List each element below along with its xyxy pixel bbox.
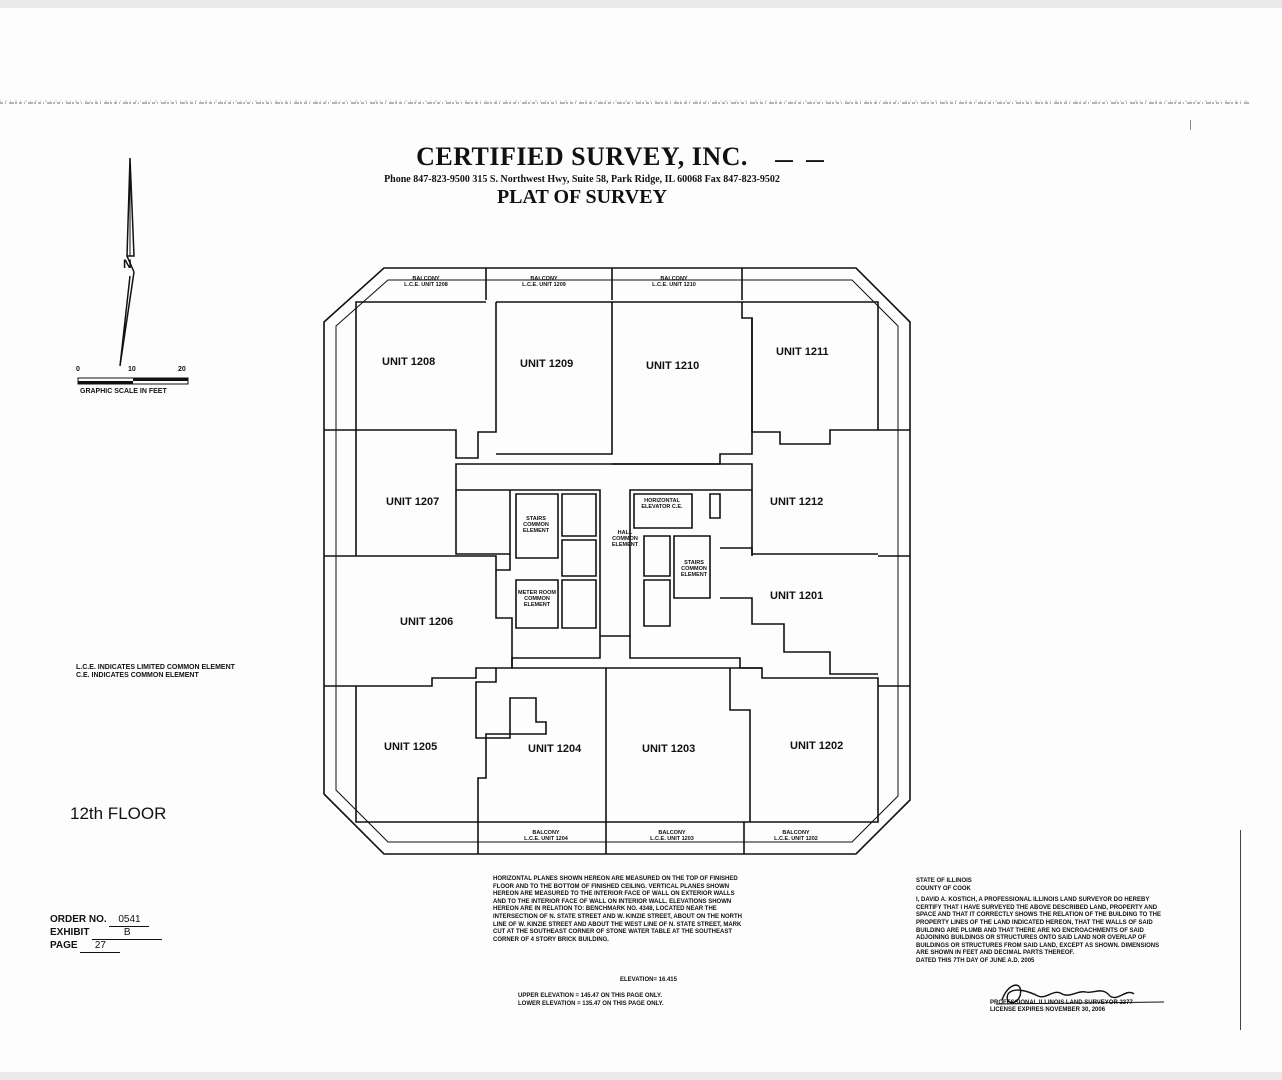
unit-1212-label: UNIT 1212 [770, 496, 824, 508]
survey-sheet [0, 8, 1282, 1072]
surveyor-certification: STATE OF ILLINOIS COUNTY OF COOK I, DAVI… [916, 878, 1166, 966]
scan-noise-line [0, 100, 1250, 104]
exhibit-label: EXHIBIT [50, 927, 90, 938]
order-block: ORDER NO. 0541 EXHIBIT B PAGE 27 [50, 914, 163, 953]
unit-1203-label: UNIT 1203 [642, 743, 696, 755]
header-dash-marks: — — [775, 150, 829, 170]
cert-license: LICENSE EXPIRES NOVEMBER 30, 2006 [990, 1007, 1106, 1013]
company-name: CERTIFIED SURVEY, INC. [416, 142, 748, 171]
north-label: N [123, 257, 132, 271]
balcony-1202-sub: L.C.E. UNIT 1202 [774, 836, 818, 842]
unit-1206-label: UNIT 1206 [400, 616, 454, 628]
balcony-1202-title: BALCONY [782, 830, 810, 836]
balcony-1204: BALCONY L.C.E. UNIT 1204 [516, 830, 576, 842]
scale-tick-20: 20 [178, 366, 186, 373]
floor-label: 12th FLOOR [70, 804, 167, 823]
stairs-common-element-1: STAIRS COMMON ELEMENT [522, 516, 550, 534]
meter-room-common-element: METER ROOM COMMON ELEMENT [518, 590, 556, 608]
scale-tick-10: 10 [128, 366, 136, 373]
balcony-1202: BALCONY L.C.E. UNIT 1202 [764, 830, 828, 842]
hall-common-element: HALL COMMON ELEMENT [611, 530, 639, 548]
balcony-1203-sub: L.C.E. UNIT 1203 [650, 836, 694, 842]
unit-1202-label: UNIT 1202 [790, 740, 844, 752]
cert-state: STATE OF ILLINOIS [916, 878, 972, 884]
unit-1211-label: UNIT 1211 [776, 346, 829, 358]
unit-1210-label: UNIT 1210 [646, 360, 700, 372]
survey-notes: HORIZONTAL PLANES SHOWN HEREON ARE MEASU… [493, 876, 743, 943]
upper-elevation: UPPER ELEVATION = 145.47 ON THIS PAGE ON… [518, 993, 662, 999]
unit-1207-label: UNIT 1207 [386, 496, 440, 508]
legend-ce: C.E. INDICATES COMMON ELEMENT [76, 672, 199, 679]
balcony-1203-title: BALCONY [658, 830, 686, 836]
company-contact: Phone 847-823-9500 315 S. Northwest Hwy,… [384, 174, 780, 185]
cert-county: COUNTY OF COOK [916, 885, 971, 892]
scale-tick-0: 0 [76, 366, 80, 373]
order-label: ORDER NO. [50, 914, 107, 925]
balcony-1204-title: BALCONY [532, 830, 560, 836]
exhibit-value: B [92, 927, 163, 940]
balcony-1208: BALCONY L.C.E. UNIT 1208 [396, 276, 456, 288]
benchmark-elevation: ELEVATION= 16.415 [620, 977, 677, 983]
unit-1208-label: UNIT 1208 [382, 356, 436, 368]
legend-lce: L.C.E. INDICATES LIMITED COMMON ELEMENT [76, 664, 235, 671]
unit-1205-label: UNIT 1205 [384, 741, 438, 753]
balcony-1210-title: BALCONY [660, 276, 688, 282]
elevator-common-element: HORIZONTAL ELEVATOR C.E. [641, 498, 683, 510]
balcony-1208-title: BALCONY [412, 276, 440, 282]
surveyor-signature-icon [995, 984, 1165, 1005]
floor-plan [323, 267, 911, 855]
balcony-1209: BALCONY L.C.E. UNIT 1209 [514, 276, 574, 288]
balcony-1203: BALCONY L.C.E. UNIT 1203 [642, 830, 702, 842]
unit-1204-label: UNIT 1204 [528, 743, 582, 755]
lower-elevation: LOWER ELEVATION = 135.47 ON THIS PAGE ON… [518, 1001, 664, 1007]
edge-mark [1190, 120, 1191, 130]
balcony-1208-sub: L.C.E. UNIT 1208 [404, 282, 448, 288]
page-label: PAGE [50, 940, 78, 951]
legend: L.C.E. INDICATES LIMITED COMMON ELEMENT … [76, 664, 235, 680]
stairs-common-element-2: STAIRS COMMON ELEMENT [680, 560, 708, 578]
north-arrow-icon [119, 157, 135, 367]
unit-1209-label: UNIT 1209 [520, 358, 574, 370]
balcony-1210-sub: L.C.E. UNIT 1210 [652, 282, 696, 288]
scale-label: GRAPHIC SCALE IN FEET [80, 388, 167, 395]
cert-surveyor: PROFESSIONAL ILLINOIS LAND SURVEYOR 2377 [990, 1000, 1133, 1006]
order-value: 0541 [109, 914, 150, 927]
document-title: PLAT OF SURVEY [496, 186, 668, 208]
balcony-1210: BALCONY L.C.E. UNIT 1210 [644, 276, 704, 288]
unit-1201-label: UNIT 1201 [770, 590, 824, 602]
cert-text: I, DAVID A. KOSTICH, A PROFESSIONAL ILLI… [916, 897, 1162, 957]
elevation-block: UPPER ELEVATION = 145.47 ON THIS PAGE ON… [518, 992, 664, 1008]
graphic-scale-bar [77, 377, 189, 385]
balcony-1204-sub: L.C.E. UNIT 1204 [524, 836, 568, 842]
license-block: PROFESSIONAL ILLINOIS LAND SURVEYOR 2377… [990, 1000, 1133, 1014]
page-value: 27 [80, 940, 121, 953]
cert-dated: DATED THIS 7th DAY OF JUNE A.D. 2005 [916, 957, 1035, 964]
balcony-1209-title: BALCONY [530, 276, 558, 282]
balcony-1209-sub: L.C.E. UNIT 1209 [522, 282, 566, 288]
right-border-line [1240, 830, 1241, 1030]
